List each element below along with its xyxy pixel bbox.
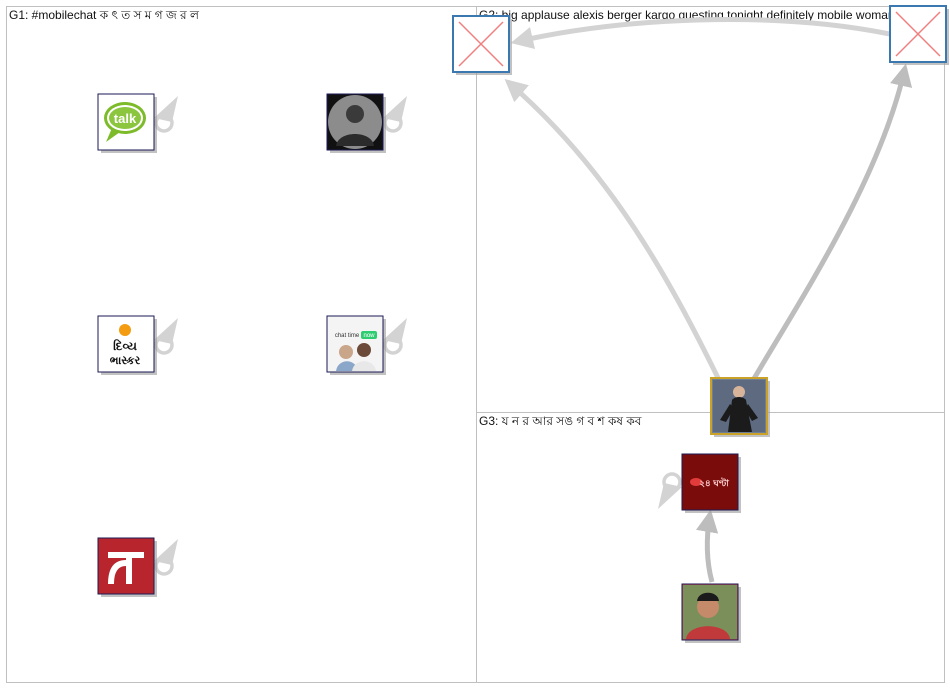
edge-woman-to-missing-right — [749, 63, 913, 384]
node-chat-time[interactable]: chat time now — [326, 315, 386, 375]
node-divya-bhaskar[interactable]: દિવ્ય ભાસ્કર — [97, 315, 157, 375]
self-loop-man-portrait — [383, 96, 407, 133]
red-logo-icon — [108, 552, 144, 584]
chat-time-badge: now — [363, 333, 375, 339]
chat-time-now-image: chat time now — [335, 331, 377, 371]
node-man-portrait[interactable] — [326, 93, 386, 153]
group-g2-label: G2: big applause alexis berger kargo gue… — [479, 8, 895, 22]
divya-bhaskar-text-2: ભાસ્કર — [110, 355, 141, 367]
self-loops — [154, 96, 682, 576]
broken-image-icon — [458, 21, 504, 67]
chat-time-text: chat time — [335, 333, 360, 339]
divya-bhaskar-logo-icon: દિવ્ય ભાસ્કર — [110, 324, 141, 367]
node-red-logo[interactable] — [97, 537, 157, 597]
woman-photo-avatar — [713, 380, 765, 432]
node-missing-left[interactable] — [452, 15, 512, 75]
edges — [504, 17, 913, 583]
edge-man-selfie-to-news24 — [695, 509, 719, 583]
node-missing-right[interactable] — [889, 5, 949, 65]
self-loop-chat-time — [383, 318, 407, 355]
man-selfie-avatar — [683, 585, 737, 639]
self-loop-talk — [154, 96, 178, 133]
man-portrait-avatar — [328, 95, 382, 149]
self-loop-red-logo — [154, 539, 178, 576]
node-woman-photo[interactable] — [710, 377, 770, 437]
self-loop-divya-bhaskar — [154, 318, 178, 355]
broken-image-icon — [895, 11, 941, 57]
node-news24[interactable]: ২৪ ঘণ্টা — [681, 453, 741, 513]
node-talk[interactable]: talk — [97, 93, 157, 153]
talk-logo-icon: talk — [104, 102, 146, 142]
group-g2-frame — [476, 6, 945, 413]
talk-logo-text: talk — [114, 111, 137, 126]
group-g3-label: G3: য ন র আর সঙ গ ব শ কষ কব — [479, 414, 642, 428]
news24-text: ২৪ ঘণ্টা — [699, 476, 729, 488]
group-g1-frame — [6, 6, 477, 683]
group-g1-label: G1: #mobilechat ক ৎ ত স ম গ জ র ল — [9, 8, 200, 22]
news-24-logo-icon: ২৪ ঘণ্টা — [690, 476, 729, 488]
self-loop-news24 — [658, 472, 682, 509]
nodes: talk દિવ્ય ભાસ્કર — [97, 5, 949, 643]
edge-missing-right-to-missing-left — [510, 17, 891, 49]
node-man-selfie[interactable] — [681, 583, 741, 643]
divya-bhaskar-text-1: દિવ્ય — [113, 338, 137, 353]
edge-woman-to-missing-left — [504, 79, 723, 384]
